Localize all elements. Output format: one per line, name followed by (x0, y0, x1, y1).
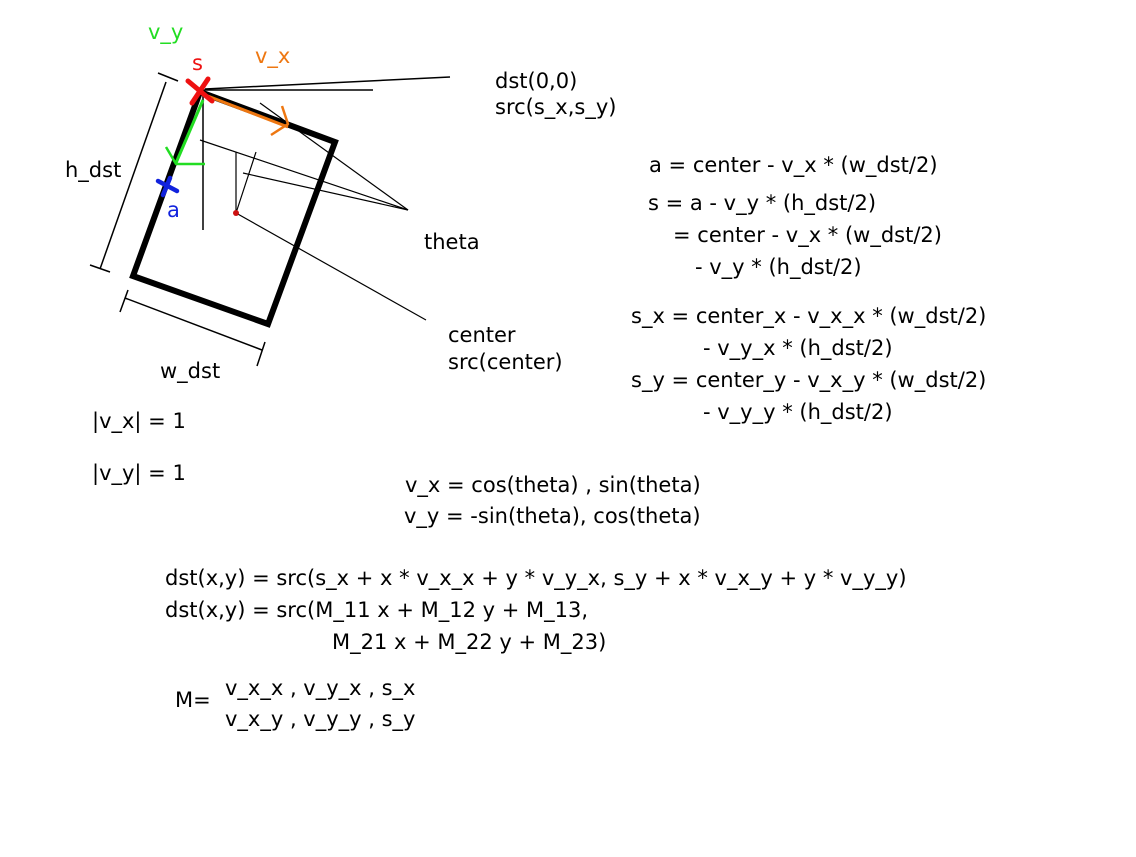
dst-equation-line-3: M_21 x + M_22 y + M_23) (332, 630, 607, 654)
s-x-equation-line-1: s_x = center_x - v_x_x * (w_dst/2) (631, 304, 987, 328)
v-y-label: v_y (148, 20, 184, 44)
a-label: a (167, 198, 180, 222)
v-x-label: v_x (255, 44, 291, 68)
src-center-label: src(center) (448, 350, 563, 374)
s-x-equation-line-2: - v_y_x * (h_dst/2) (703, 336, 893, 360)
v-x-definition: v_x = cos(theta) , sin(theta) (405, 473, 701, 497)
matrix-row-2: v_x_y , v_y_y , s_y (225, 707, 416, 731)
matrix-label: M= (175, 688, 211, 712)
a-equation: a = center - v_x * (w_dst/2) (649, 153, 938, 177)
v-y-arrow-shaft (174, 99, 205, 164)
w-dst-tick-left (119, 289, 129, 313)
dst-equation-line-2: dst(x,y) = src(M_11 x + M_12 y + M_13, (165, 598, 589, 622)
w-dst-label: w_dst (160, 359, 221, 383)
center-label: center (448, 323, 516, 347)
v-y-norm: |v_y| = 1 (92, 461, 186, 485)
s-equation-line-2: = center - v_x * (w_dst/2) (673, 223, 942, 247)
theta-leader-3 (242, 172, 409, 211)
src-s-label: src(s_x,s_y) (495, 95, 617, 119)
theta-leader-1 (259, 102, 409, 211)
v-x-arrowhead (270, 105, 290, 137)
h-dst-label: h_dst (65, 158, 122, 182)
dst-origin-leader-line (204, 76, 451, 90)
v-x-norm: |v_x| = 1 (92, 409, 186, 433)
theta-label: theta (424, 230, 480, 254)
h-dst-tick-bottom (89, 264, 111, 273)
theta-leader-2 (199, 139, 409, 211)
s-y-equation-line-1: s_y = center_y - v_x_y * (w_dst/2) (631, 368, 987, 392)
center-stem-2 (235, 151, 257, 214)
h-dst-tick-top (157, 72, 179, 82)
center-point (233, 210, 239, 216)
v-y-definition: v_y = -sin(theta), cos(theta) (404, 504, 701, 528)
s-y-equation-line-2: - v_y_y * (h_dst/2) (703, 400, 893, 424)
s-label: s (192, 51, 203, 75)
v-y-arrowhead (164, 146, 205, 166)
a-marker-stroke-2 (160, 175, 173, 198)
dst-origin-label: dst(0,0) (495, 69, 578, 93)
w-dst-dimension-line (124, 297, 263, 351)
s-equation-line-1: s = a - v_y * (h_dst/2) (648, 191, 877, 215)
dst-equation-line-1: dst(x,y) = src(s_x + x * v_x_x + y * v_y… (165, 566, 907, 590)
s-equation-line-3: - v_y * (h_dst/2) (695, 255, 862, 279)
s-marker-stroke-2 (189, 76, 211, 106)
v-x-arrow-shaft (204, 93, 289, 129)
h-dst-dimension-line (99, 81, 167, 270)
dst-rectangle (129, 88, 339, 328)
center-leader-line (235, 212, 427, 321)
w-dst-tick-right (256, 341, 266, 367)
matrix-row-1: v_x_x , v_y_x , s_x (225, 676, 416, 700)
